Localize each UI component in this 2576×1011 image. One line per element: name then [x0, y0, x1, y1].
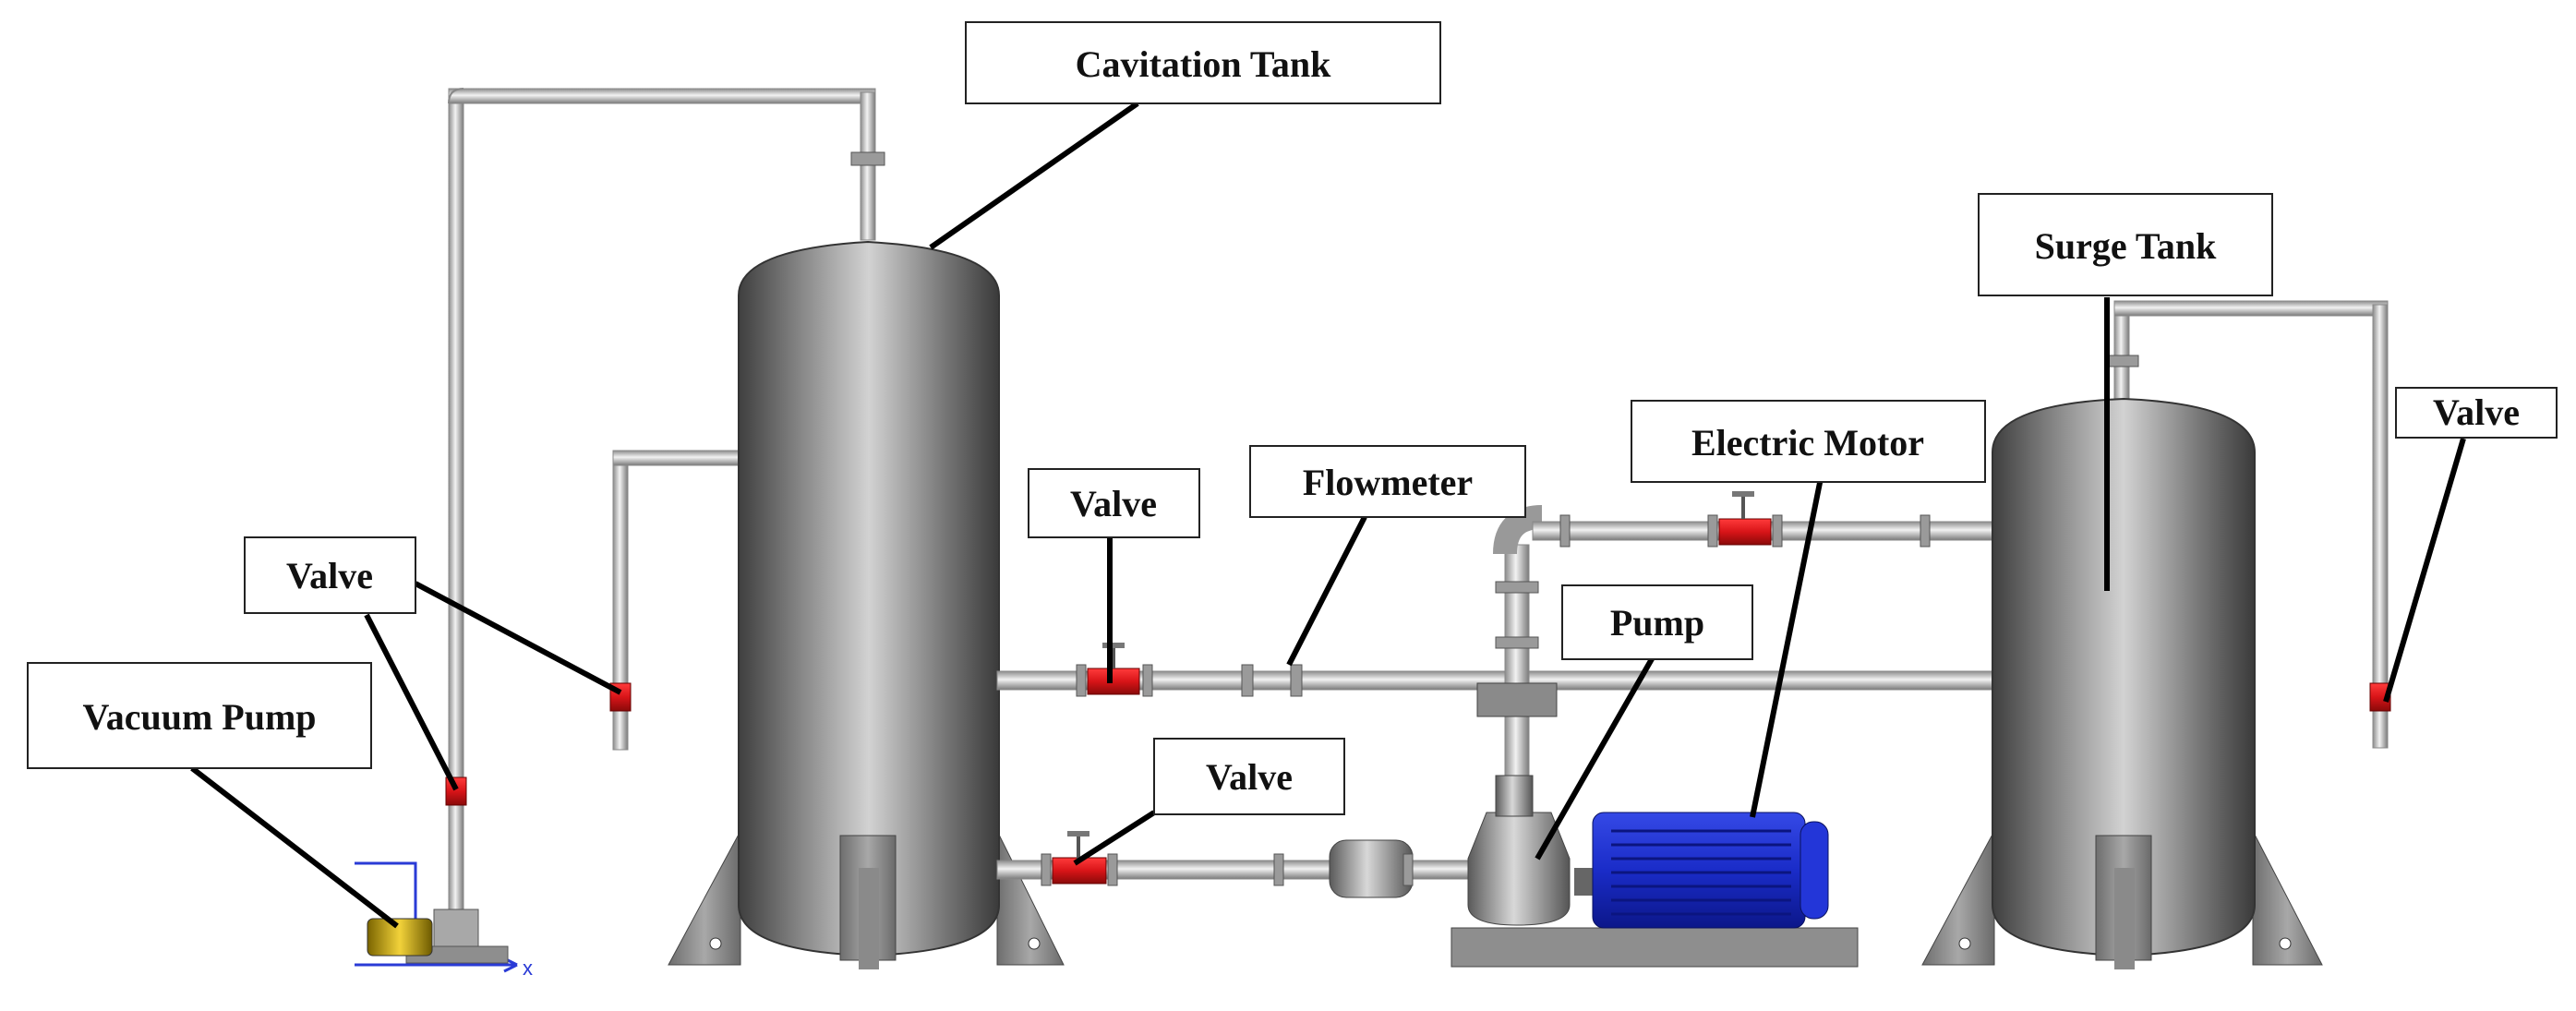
- label-valve-right-text: Valve: [2433, 391, 2520, 433]
- pump: [1451, 775, 1859, 968]
- surge-vent-line: [2104, 300, 2391, 749]
- valve-top: [1087, 668, 1140, 695]
- label-valve-bottom: Valve: [1153, 738, 1345, 815]
- label-vacuum-pump-text: Vacuum Pump: [82, 696, 316, 738]
- label-flowmeter-text: Flowmeter: [1303, 462, 1473, 503]
- label-pump-text: Pump: [1610, 602, 1704, 644]
- flowmeter-flange-2: [1290, 664, 1303, 697]
- label-surge-tank-text: Surge Tank: [2035, 225, 2218, 267]
- valve-right-vent: [2369, 682, 2391, 712]
- leader-lines: [190, 101, 2466, 929]
- label-valve-top: Valve: [1028, 468, 1200, 538]
- label-valve-left-text: Valve: [286, 555, 373, 596]
- label-valve-top-text: Valve: [1070, 483, 1157, 524]
- vacuum-pump: x: [355, 861, 533, 980]
- axis-marker-x: x: [523, 957, 533, 980]
- label-valve-right: Valve: [2395, 387, 2558, 439]
- cavitation-tank: [668, 240, 1065, 969]
- label-valve-bottom-text: Valve: [1206, 756, 1293, 798]
- label-flowmeter: Flowmeter: [1249, 445, 1526, 518]
- vacuum-line: [448, 88, 885, 915]
- surge-tank: [1921, 397, 2323, 969]
- label-vacuum-pump: Vacuum Pump: [27, 662, 372, 769]
- electric-motor: [1574, 812, 1829, 929]
- label-electric-motor-text: Electric Motor: [1691, 422, 1924, 463]
- label-cavitation-tank-text: Cavitation Tank: [1076, 43, 1332, 85]
- valve-motor-line: [1718, 518, 1772, 546]
- upper-line: [996, 643, 1995, 697]
- label-cavitation-tank: Cavitation Tank: [965, 21, 1441, 104]
- label-surge-tank: Surge Tank: [1978, 193, 2273, 296]
- lower-line: [996, 831, 1478, 898]
- label-pump: Pump: [1561, 584, 1753, 660]
- label-valve-left: Valve: [244, 536, 416, 614]
- flowmeter-flange-1: [1241, 664, 1254, 697]
- cavitation-side-pipe: [609, 450, 743, 751]
- label-electric-motor: Electric Motor: [1631, 400, 1986, 483]
- pump-riser: [1476, 491, 1995, 813]
